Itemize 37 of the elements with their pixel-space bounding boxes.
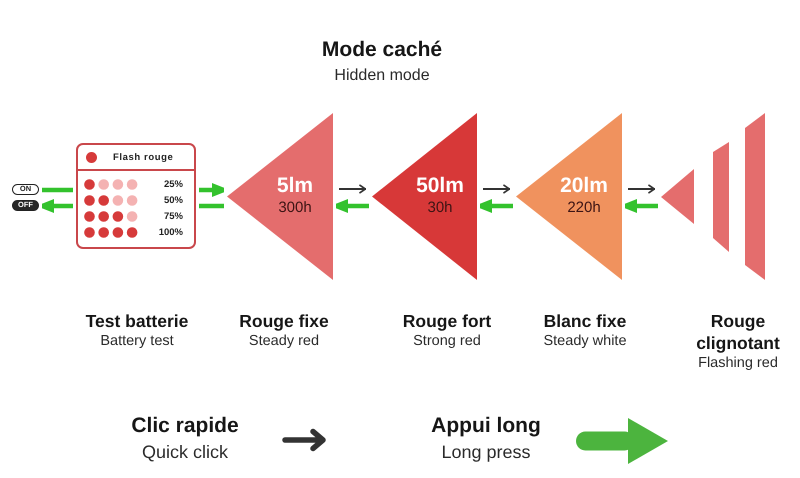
mode-name: Rouge fixe bbox=[239, 310, 329, 332]
legend-label: Clic rapide bbox=[131, 413, 239, 439]
lumen-value: 20lm bbox=[560, 173, 608, 198]
legend-label: Appui long bbox=[431, 413, 541, 439]
connector-line bbox=[42, 188, 73, 192]
arrow bbox=[628, 184, 656, 194]
mode-translation: Battery test bbox=[100, 332, 174, 351]
runtime-value: 300h bbox=[278, 198, 312, 217]
mode-name: Blanc fixe bbox=[544, 310, 626, 332]
arrow bbox=[339, 184, 366, 194]
mode-name: Rouge clignotant bbox=[695, 310, 781, 354]
runtime-value: 30h bbox=[427, 198, 453, 217]
diagram-title: Mode caché bbox=[322, 37, 442, 63]
battery-percent: 50% bbox=[164, 195, 183, 206]
light-beam-triangle bbox=[372, 113, 477, 280]
battery-percent: 75% bbox=[164, 211, 183, 222]
lumen-value: 50lm bbox=[416, 173, 464, 198]
connector-line bbox=[199, 204, 224, 208]
subtitle: Quick click bbox=[142, 441, 228, 463]
mode-translation: Flashing red bbox=[698, 354, 778, 373]
mode-name: Test batterie bbox=[86, 310, 188, 332]
mode-translation: Steady white bbox=[543, 332, 627, 351]
card-title: Flash rouge bbox=[113, 152, 174, 162]
battery-percent: 100% bbox=[158, 227, 183, 238]
light-beam-triangle bbox=[227, 113, 333, 280]
lumen-value: 5lm bbox=[276, 173, 314, 198]
subtitle: Hidden mode bbox=[334, 66, 430, 86]
runtime-value: 220h bbox=[567, 198, 601, 217]
battery-test-card bbox=[76, 143, 196, 249]
flashing-light-drawing bbox=[661, 113, 765, 280]
mode-translation: Strong red bbox=[413, 332, 481, 351]
mode-name: Rouge fort bbox=[402, 310, 492, 332]
light-beam-triangle bbox=[516, 113, 622, 280]
subtitle: Long press bbox=[441, 441, 531, 463]
mode-translation: Steady red bbox=[248, 332, 320, 351]
battery-percent: 25% bbox=[164, 179, 183, 190]
arrow bbox=[483, 184, 510, 194]
